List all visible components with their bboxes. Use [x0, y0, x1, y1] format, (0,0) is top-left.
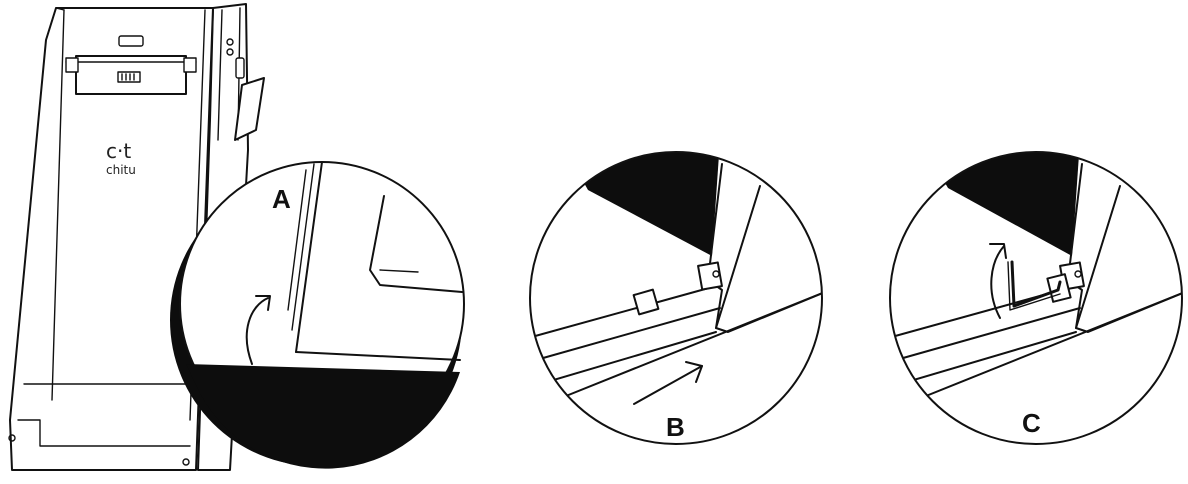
- step-label-c: C: [1022, 408, 1041, 438]
- side-bracket: [234, 77, 265, 141]
- detail-c-allen-key: [1007, 260, 1062, 311]
- detail-b: B: [529, 151, 823, 445]
- detail-a-shadow: [186, 364, 460, 469]
- brand-logo: c·t: [106, 139, 131, 163]
- side-button: [235, 57, 245, 79]
- step-label-b: B: [666, 412, 685, 442]
- detail-c: C: [889, 151, 1183, 445]
- detail-b-slider-nut: [632, 288, 660, 316]
- brand-name: chitu: [106, 163, 136, 177]
- top-slot: [118, 35, 144, 47]
- detail-a: A: [170, 161, 465, 469]
- detail-b-push-arrow-icon: [633, 361, 703, 405]
- detail-b-circle: [529, 151, 823, 445]
- detail-a-rotate-arrow-icon: [245, 295, 271, 365]
- step-label-a: A: [272, 184, 291, 214]
- detail-c-rotate-arrow-icon: [989, 243, 1007, 319]
- handle-grip: [117, 71, 141, 83]
- detail-c-circle: [889, 151, 1183, 445]
- detail-b-bracket: [697, 261, 723, 291]
